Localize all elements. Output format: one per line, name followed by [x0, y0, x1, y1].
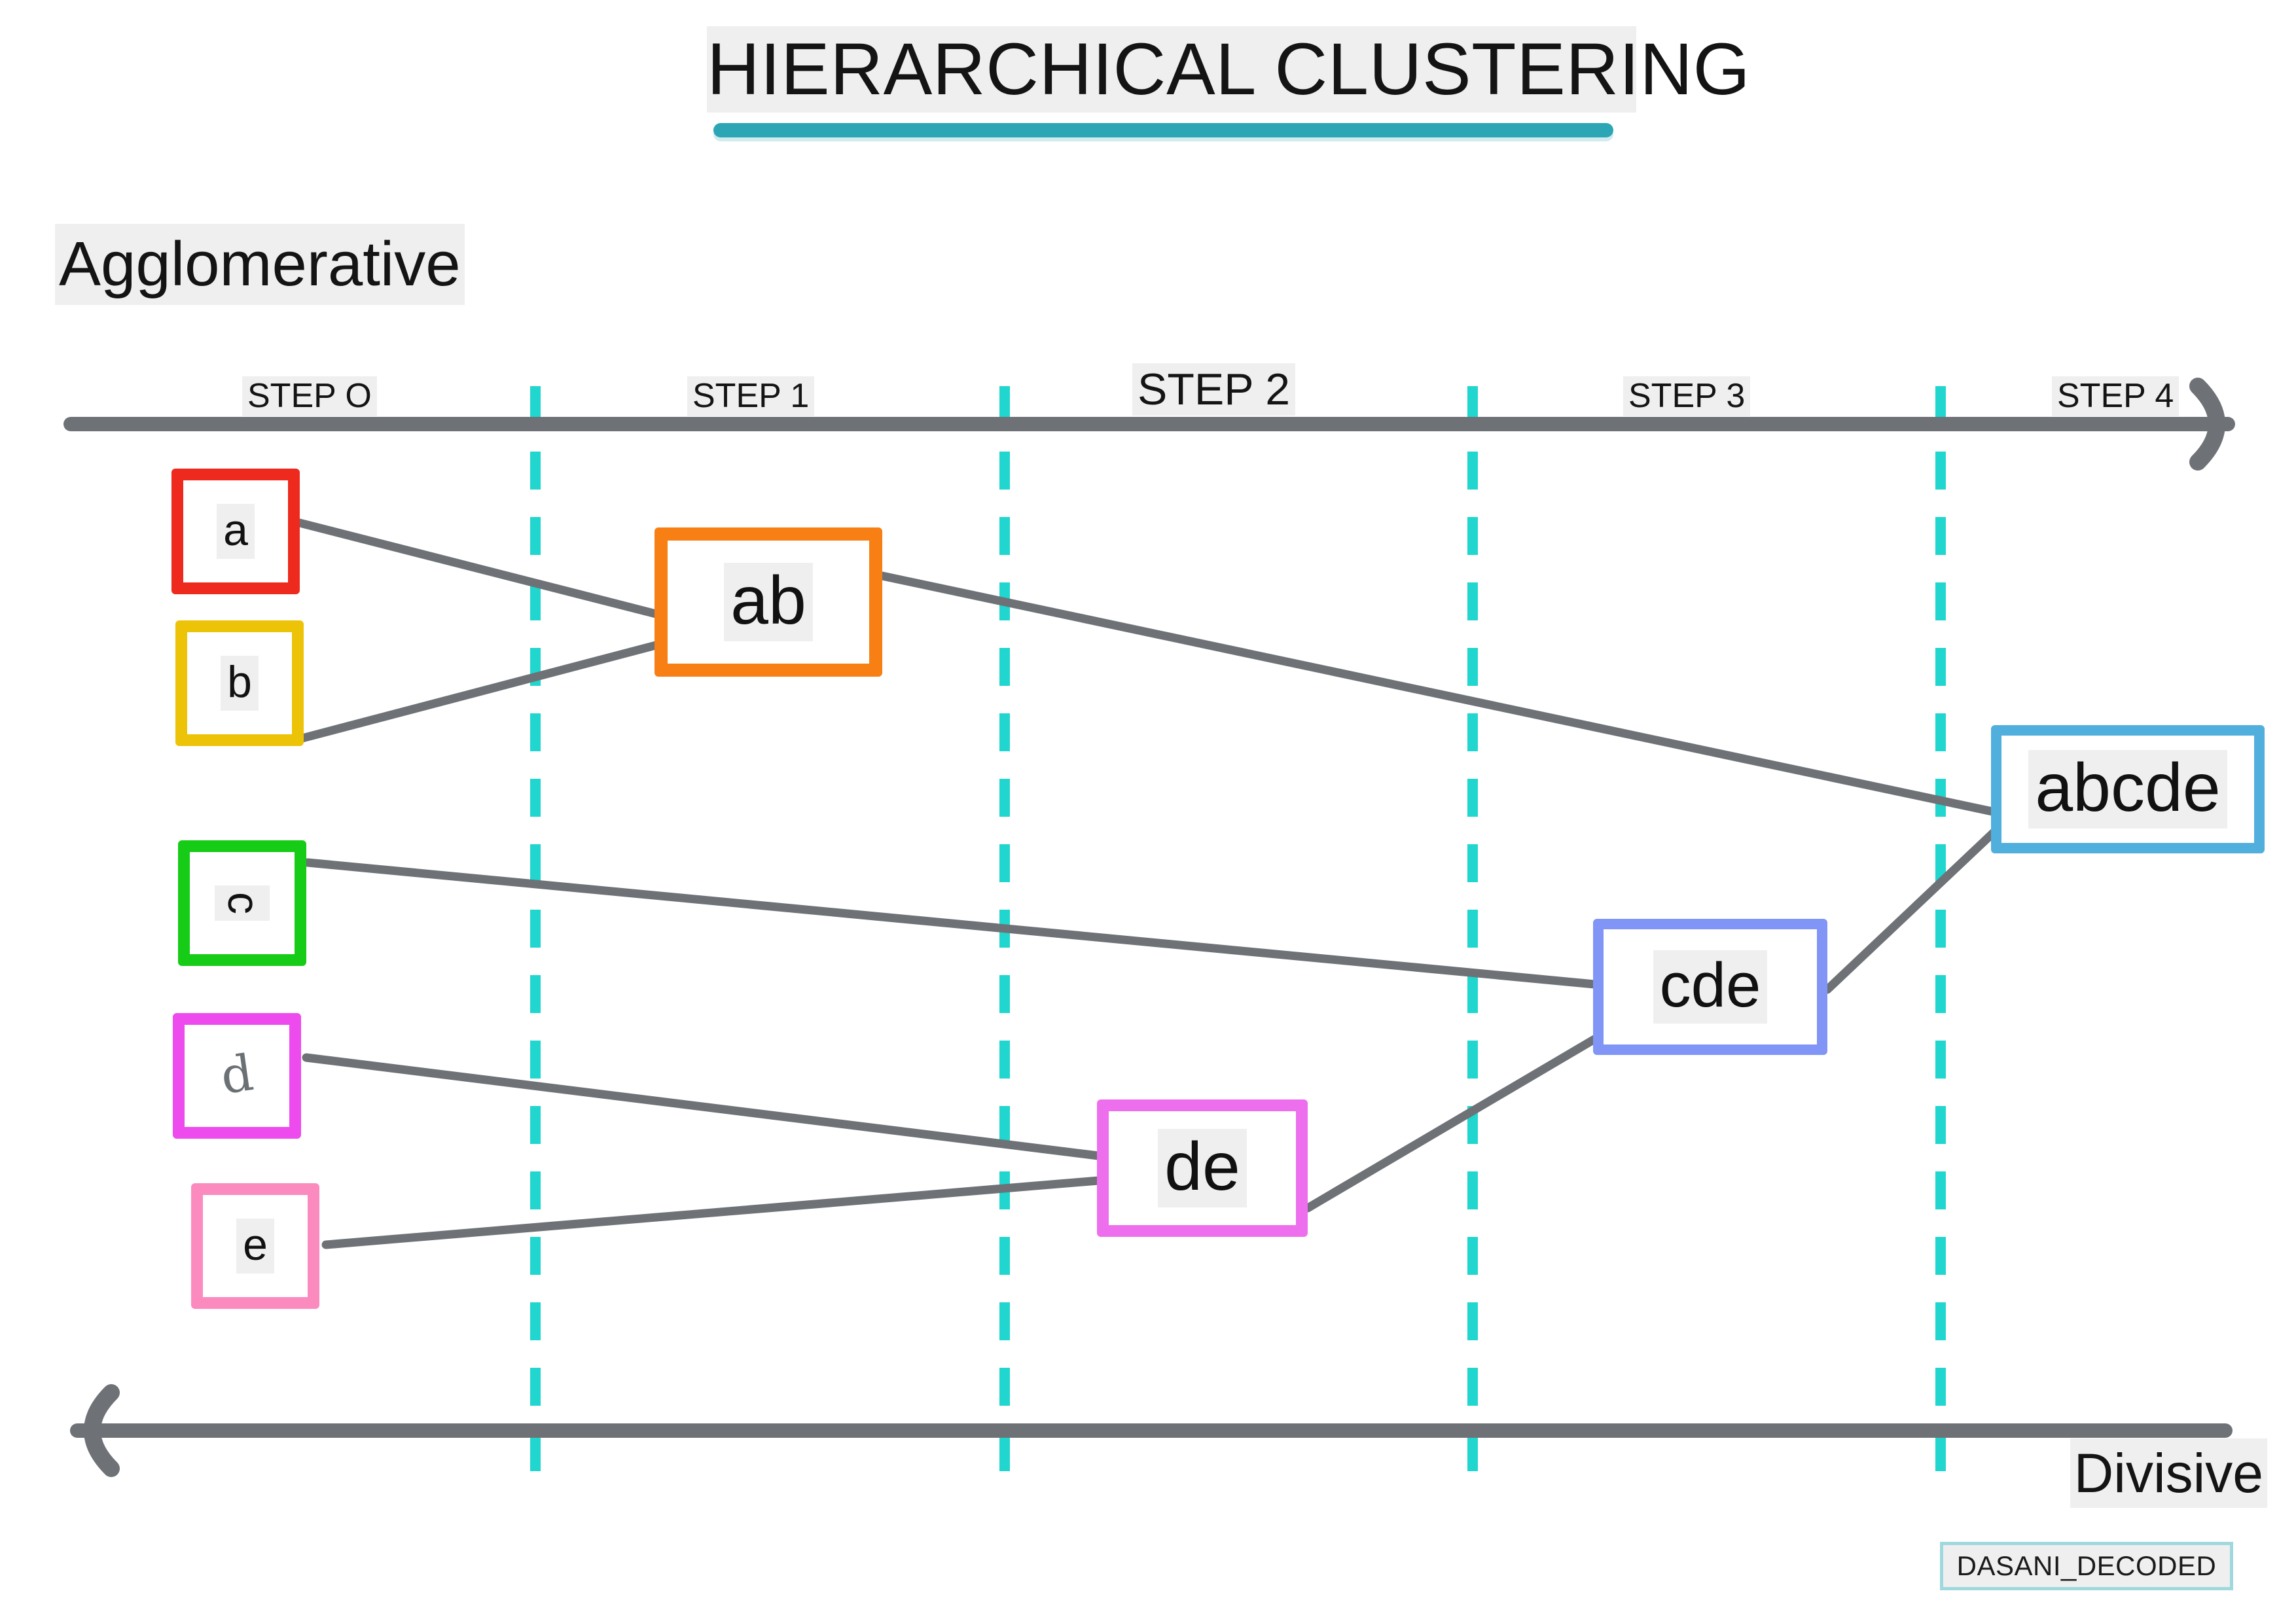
link-a-to-ab — [293, 518, 660, 618]
top-axis-arrowhead — [2189, 378, 2225, 471]
title-block: HIERARCHICAL CLUSTERING — [707, 26, 1750, 144]
cluster-node-b[interactable]: b — [175, 620, 304, 746]
link-c-to-cde — [303, 858, 1599, 989]
cluster-node-label-abcde: abcde — [2028, 750, 2227, 829]
step-label-1: STEP 1 — [687, 376, 815, 417]
cluster-node-label-ab: ab — [724, 563, 813, 641]
cluster-node-label-de: de — [1158, 1129, 1247, 1207]
cluster-node-de[interactable]: de — [1097, 1099, 1308, 1237]
cluster-node-label-e: e — [236, 1219, 274, 1274]
title-underline — [713, 123, 1613, 137]
cluster-node-ab[interactable]: ab — [655, 527, 882, 677]
bottom-axis-arrowhead — [84, 1384, 120, 1477]
cluster-node-label-d: d — [217, 1043, 257, 1105]
cluster-node-label-b: b — [221, 656, 259, 711]
step-label-2: STEP 2 — [1132, 363, 1296, 416]
cluster-node-e[interactable]: e — [191, 1183, 319, 1309]
cluster-node-a[interactable]: a — [171, 469, 300, 594]
watermark-badge: DASANI_DECODED — [1940, 1542, 2233, 1590]
link-cde-to-abcde — [1823, 828, 1998, 994]
step-label-3: STEP 3 — [1623, 376, 1751, 417]
cluster-node-label-c: c — [215, 885, 270, 921]
cluster-node-label-cde: cde — [1653, 950, 1768, 1024]
link-e-to-de — [321, 1176, 1103, 1249]
cluster-node-c[interactable]: c — [178, 840, 306, 966]
cluster-node-abcde[interactable]: abcde — [1991, 725, 2265, 853]
cluster-node-label-a: a — [217, 504, 255, 559]
link-b-to-ab — [298, 641, 660, 743]
link-d-to-de — [302, 1053, 1103, 1160]
page-title: HIERARCHICAL CLUSTERING — [707, 26, 1750, 113]
step-label-4: STEP 4 — [2052, 376, 2179, 417]
step-label-0: STEP O — [242, 376, 377, 417]
link-de-to-cde — [1303, 1035, 1599, 1213]
divisive-direction-label: Divisive — [2070, 1438, 2267, 1508]
link-ab-to-abcde — [878, 571, 1997, 816]
cluster-node-d[interactable]: d — [173, 1013, 301, 1139]
agglomerative-direction-label: Agglomerative — [55, 224, 465, 305]
cluster-node-cde[interactable]: cde — [1593, 919, 1827, 1055]
